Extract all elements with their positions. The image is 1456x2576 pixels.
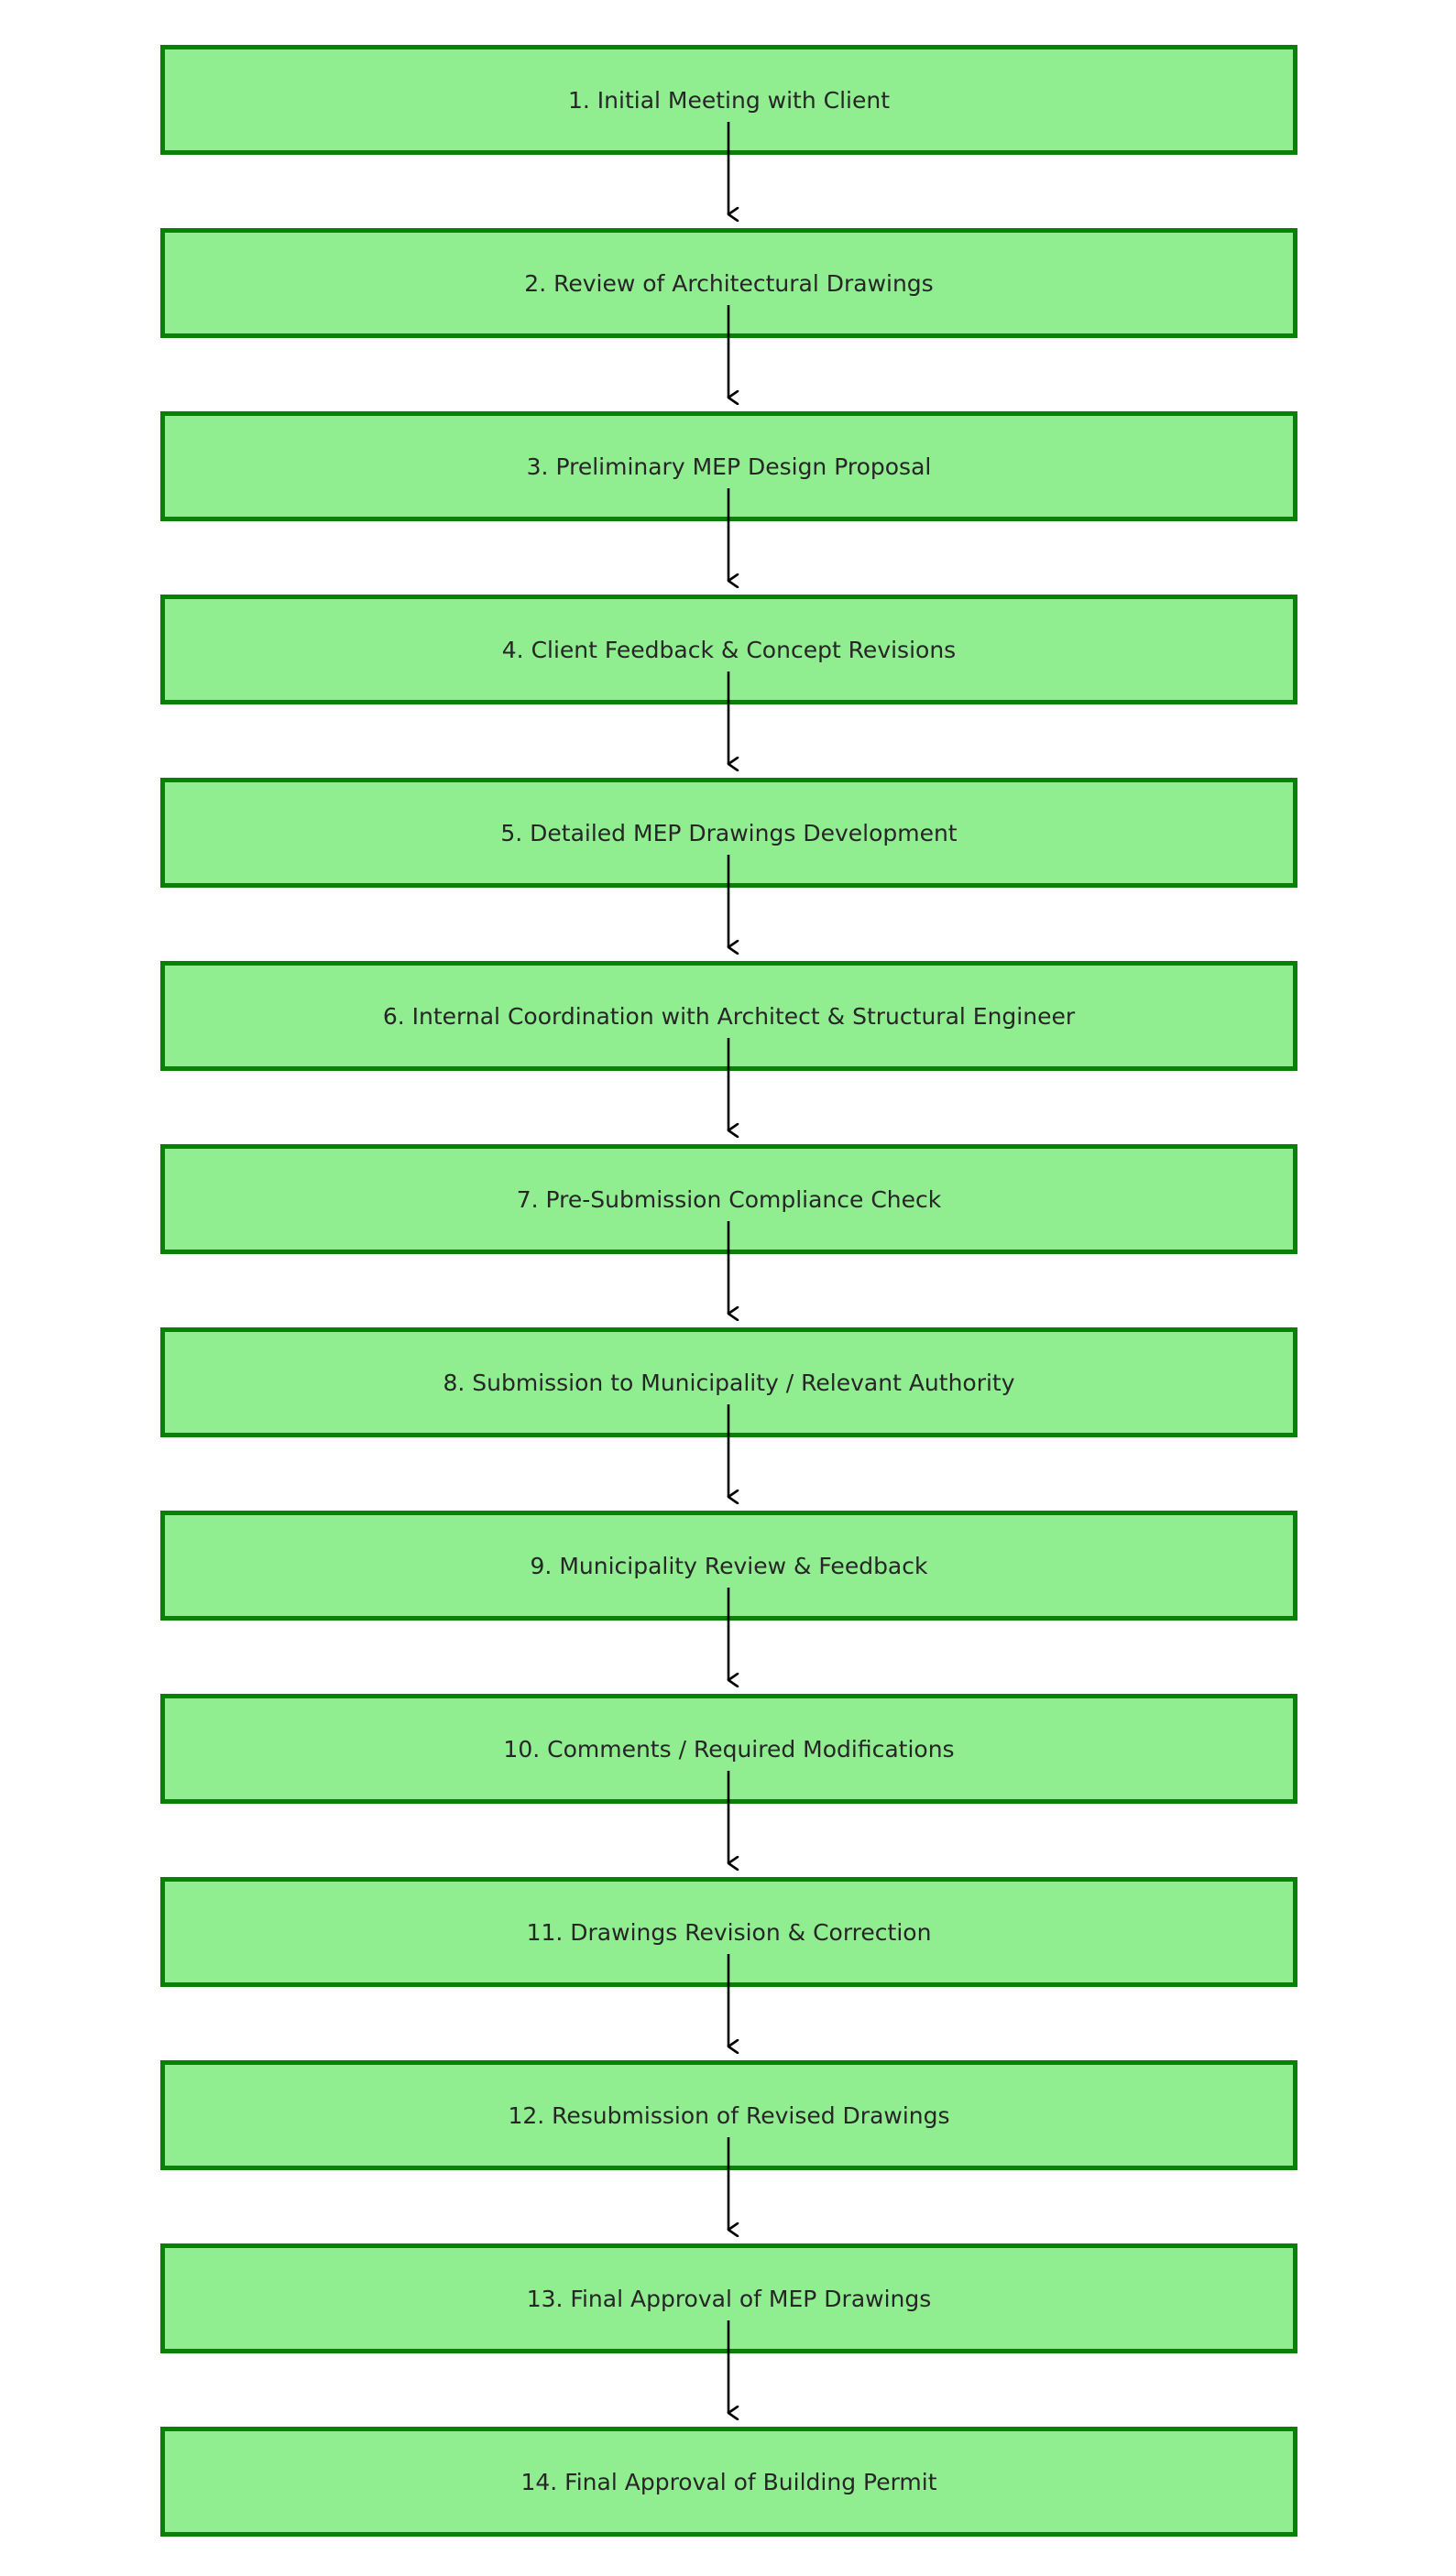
step-box-10: 10. Comments / Required Modifications [160, 1694, 1297, 1804]
step-label-7: 7. Pre-Submission Compliance Check [516, 1185, 942, 1213]
step-label-14: 14. Final Approval of Building Permit [520, 2468, 937, 2495]
step-label-13: 13. Final Approval of MEP Drawings [526, 2285, 932, 2312]
step-box-11: 11. Drawings Revision & Correction [160, 1877, 1297, 1987]
step-box-13: 13. Final Approval of MEP Drawings [160, 2243, 1297, 2353]
step-label-5: 5. Detailed MEP Drawings Development [500, 819, 958, 846]
step-box-8: 8. Submission to Municipality / Relevant… [160, 1327, 1297, 1437]
step-label-12: 12. Resubmission of Revised Drawings [508, 2101, 950, 2129]
step-label-8: 8. Submission to Municipality / Relevant… [443, 1369, 1015, 1396]
step-box-14: 14. Final Approval of Building Permit [160, 2427, 1297, 2537]
step-label-6: 6. Internal Coordination with Architect … [382, 1002, 1076, 1030]
step-box-9: 9. Municipality Review & Feedback [160, 1511, 1297, 1621]
step-label-4: 4. Client Feedback & Concept Revisions [501, 636, 957, 663]
step-box-12: 12. Resubmission of Revised Drawings [160, 2060, 1297, 2170]
step-box-5: 5. Detailed MEP Drawings Development [160, 778, 1297, 888]
step-box-4: 4. Client Feedback & Concept Revisions [160, 595, 1297, 704]
step-label-9: 9. Municipality Review & Feedback [530, 1552, 928, 1579]
step-label-3: 3. Preliminary MEP Design Proposal [526, 453, 932, 480]
step-box-6: 6. Internal Coordination with Architect … [160, 961, 1297, 1071]
step-box-1: 1. Initial Meeting with Client [160, 45, 1297, 155]
step-box-7: 7. Pre-Submission Compliance Check [160, 1144, 1297, 1254]
step-box-3: 3. Preliminary MEP Design Proposal [160, 411, 1297, 521]
step-label-11: 11. Drawings Revision & Correction [526, 1918, 932, 1946]
step-label-1: 1. Initial Meeting with Client [567, 86, 891, 114]
step-box-2: 2. Review of Architectural Drawings [160, 228, 1297, 338]
step-label-2: 2. Review of Architectural Drawings [524, 269, 934, 297]
step-label-10: 10. Comments / Required Modifications [503, 1735, 955, 1763]
